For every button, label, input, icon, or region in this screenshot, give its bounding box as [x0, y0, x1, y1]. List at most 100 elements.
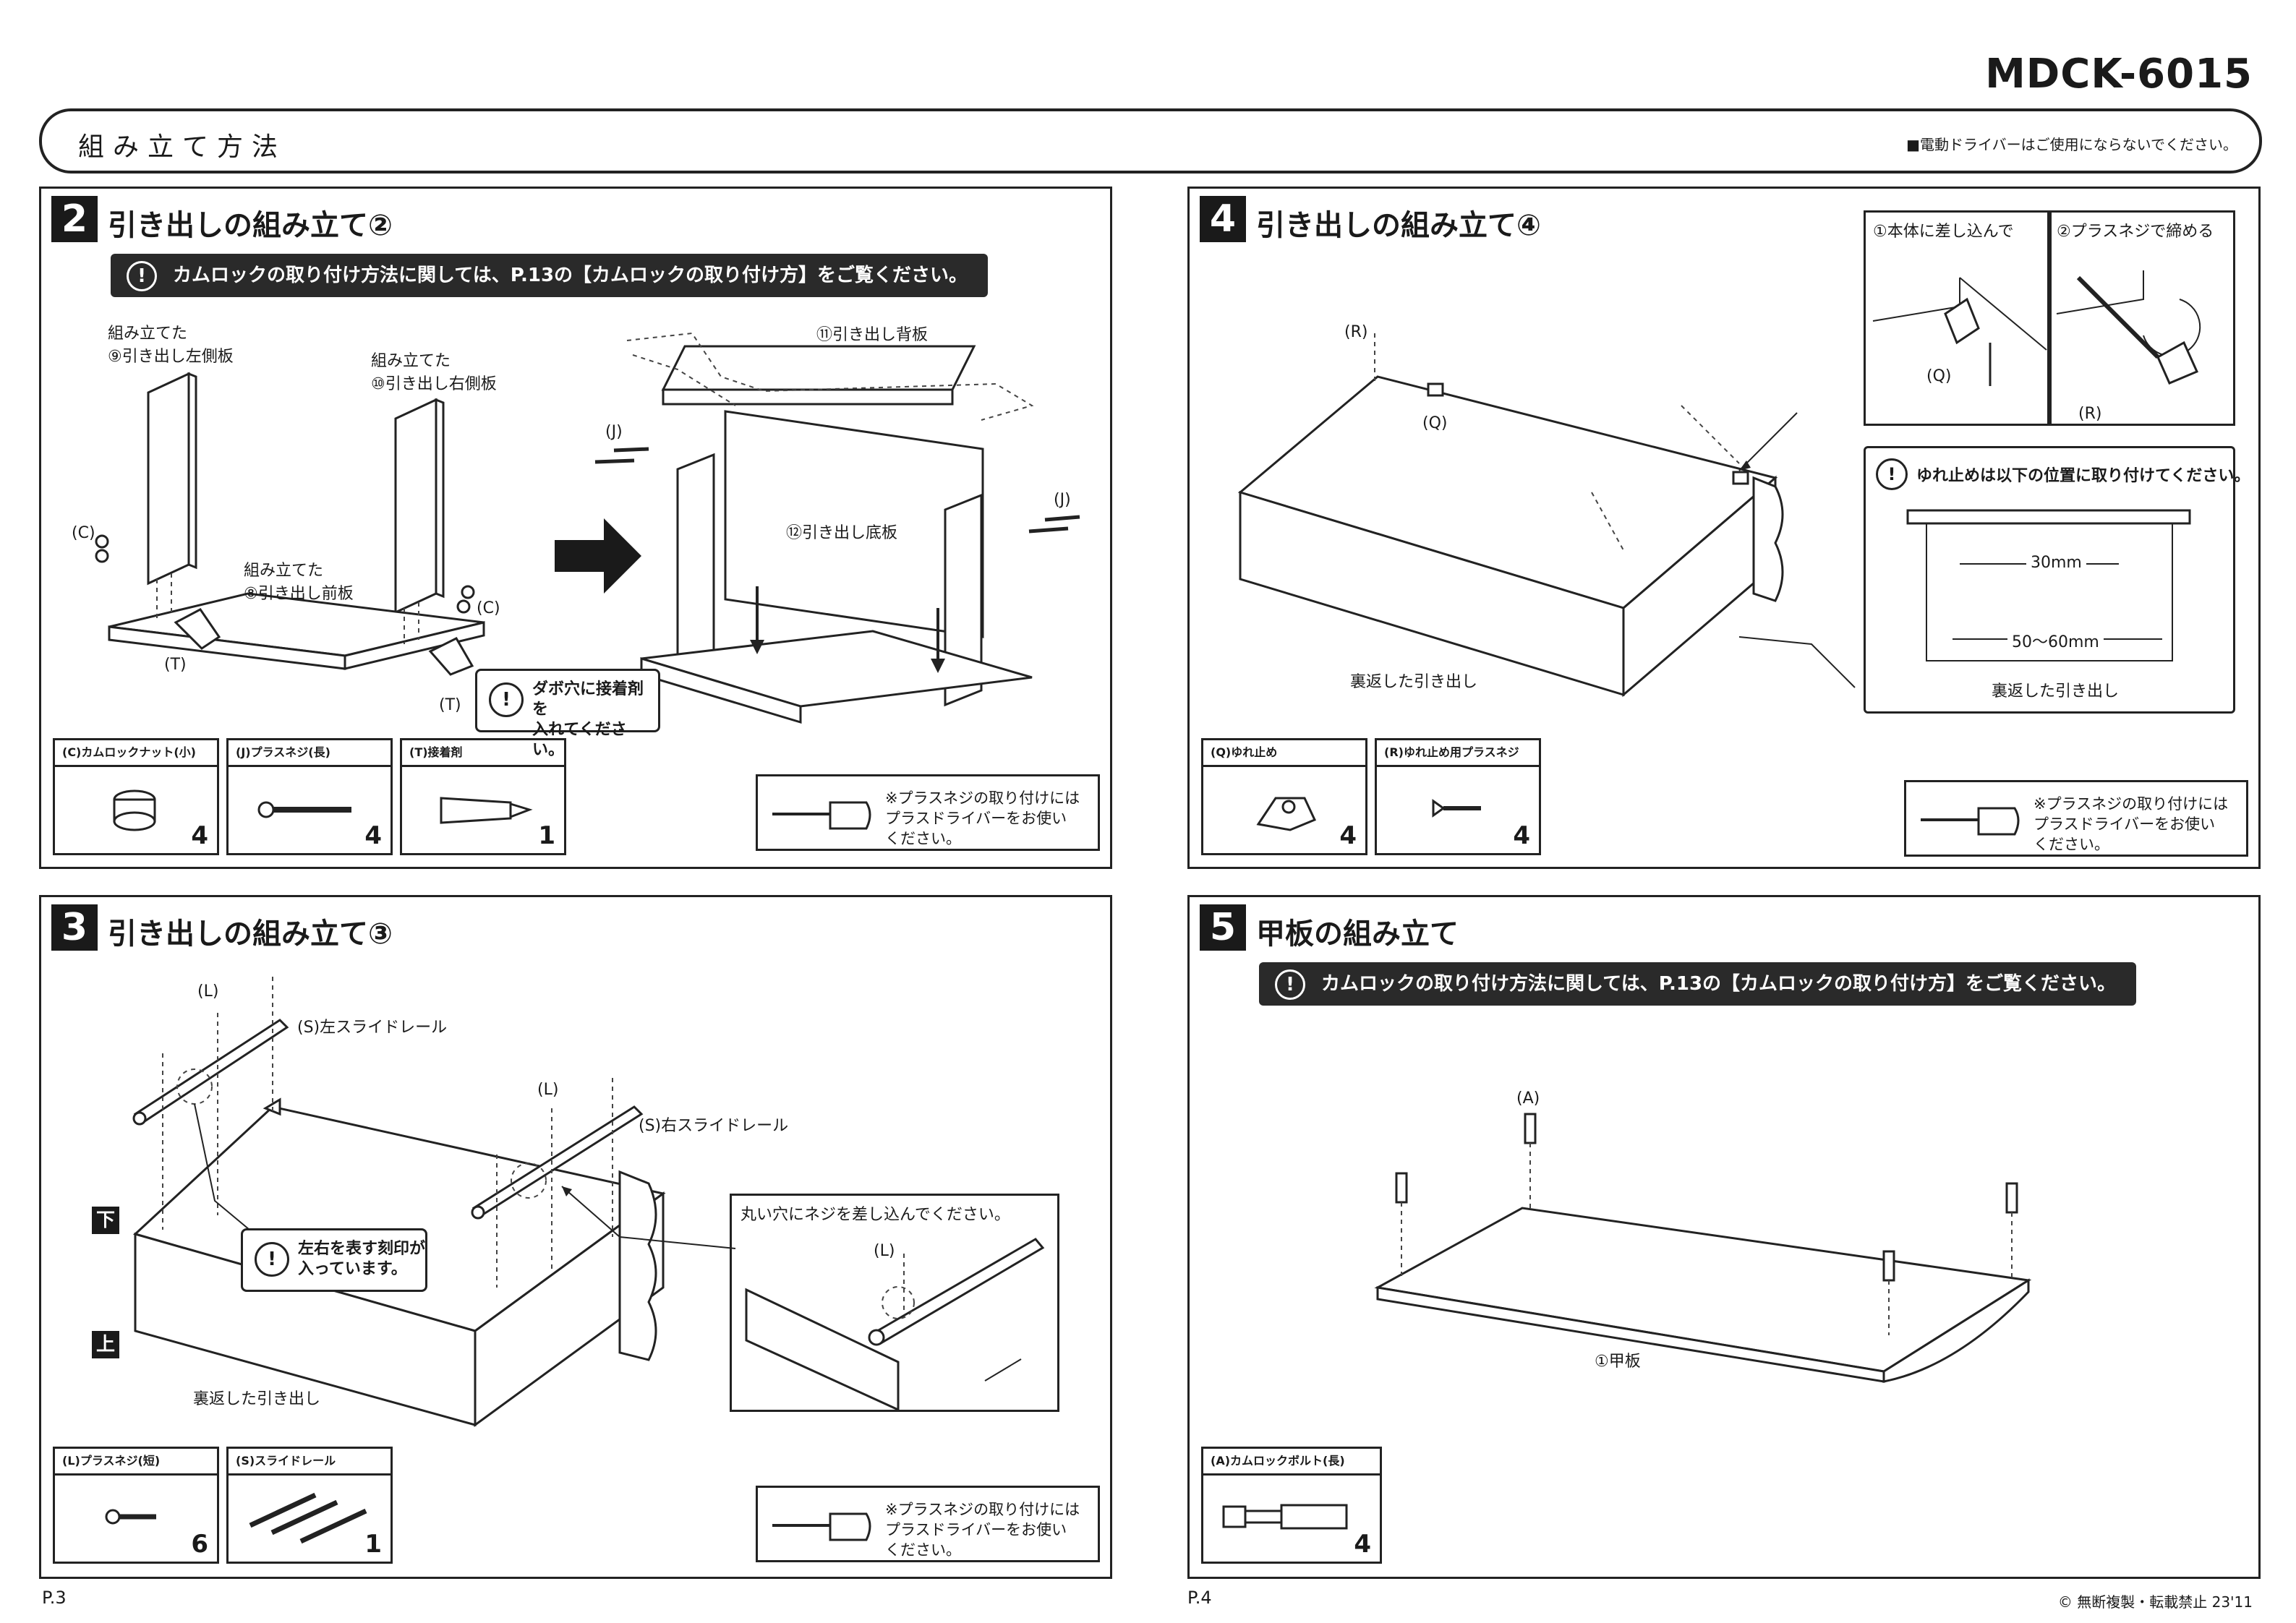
part-name: (S)スライドレール	[229, 1449, 391, 1476]
page-number-right: P.4	[1187, 1588, 1212, 1608]
label-j-left: (J)	[605, 423, 623, 441]
insert-illustration	[1872, 277, 2047, 386]
position-detail: ! ゆれ止めは以下の位置に取り付けてください。 30mm 50〜60mm 裏返し…	[1864, 446, 2250, 714]
part-box: (T)接着剤 1	[400, 738, 566, 855]
label-l-1: (L)	[197, 982, 219, 1001]
cam-nut-icon	[113, 789, 156, 831]
short-screw-icon	[1432, 799, 1481, 818]
label-c-left: (C)	[72, 524, 95, 542]
screwdriver-icon	[772, 1512, 871, 1541]
step-2-panel: 2 引き出しの組み立て② ! カムロックの取り付け方法に関しては、P.13の【カ…	[39, 187, 1112, 869]
part-qty: 4	[364, 821, 382, 850]
top-board-illustration	[1374, 1113, 2032, 1383]
position-diagram	[1906, 509, 2191, 661]
screwdriver-icon	[772, 801, 871, 830]
label-c-right: (C)	[477, 599, 500, 617]
step-number: 2	[51, 196, 98, 242]
glue-icon	[440, 797, 533, 824]
short-screw-icon	[105, 1509, 156, 1525]
glue-callout: ! ダボ穴に接着剤を 入れてください。	[475, 669, 660, 759]
glue-note: ダボ穴に接着剤を 入れてください。	[532, 680, 644, 759]
exclamation-icon: !	[489, 682, 524, 717]
notice-text: カムロックの取り付け方法に関しては、P.13の【カムロックの取り付け方】をご覧く…	[173, 265, 968, 286]
screwdriver-tip: ※プラスネジの取り付けには プラスドライバーをお使い ください。	[756, 774, 1100, 851]
part-box: (R)ゆれ止め用プラスネジ 4	[1375, 738, 1541, 855]
page-title: 組み立て方法	[78, 132, 287, 162]
label-j-right: (J)	[1054, 491, 1071, 509]
part-qty: 6	[191, 1530, 208, 1559]
copyright: © 無断複製・転載禁止 23'11	[2057, 1593, 2253, 1611]
tip-text: ※プラスネジの取り付けには プラスドライバーをお使い ください。	[885, 789, 1080, 847]
label-back: ⑪引き出し背板	[816, 326, 929, 344]
label-drawer: 裏返した引き出し	[1350, 673, 1478, 691]
slide-rail-icon	[249, 1492, 367, 1544]
label-right-side: 組み立てた ⑩引き出し右側板	[371, 352, 497, 393]
screwdriver-tip: ※プラスネジの取り付けには プラスドライバーをお使い ください。	[756, 1486, 1100, 1562]
part-qty: 1	[364, 1530, 382, 1559]
step-3-panel: 3 引き出しの組み立て③ (L) (S)左スライドレール (L) (S)右スライ…	[39, 895, 1112, 1579]
step-5-panel: 5 甲板の組み立て ! カムロックの取り付け方法に関しては、P.13の【カムロッ…	[1187, 895, 2261, 1579]
label-right-rail: (S)右スライドレール	[639, 1117, 789, 1135]
notice-text: カムロックの取り付け方法に関しては、P.13の【カムロックの取り付け方】をご覧く…	[1321, 973, 2117, 995]
slide-rail-illustration	[132, 977, 736, 1427]
label-r: (R)	[1344, 323, 1368, 341]
mark-note: 左右を表す刻印が 入っています。	[298, 1240, 426, 1278]
step-number: 4	[1200, 196, 1246, 242]
exclamation-icon: !	[1275, 969, 1305, 1000]
part-box: (S)スライドレール 1	[226, 1447, 393, 1564]
label-r-detail: (R)	[2078, 405, 2102, 423]
exclamation-icon: !	[127, 261, 157, 291]
part-name: (J)プラスネジ(長)	[229, 740, 391, 767]
part-qty: 4	[1339, 821, 1357, 850]
label-t-right: (T)	[439, 696, 461, 714]
screwdriver-tip: ※プラスネジの取り付けには プラスドライバーをお使い ください。	[1904, 780, 2248, 857]
tip-text: ※プラスネジの取り付けには プラスドライバーをお使い ください。	[2033, 795, 2229, 853]
tip-text: ※プラスネジの取り付けには プラスドライバーをお使い ください。	[885, 1501, 1080, 1559]
label-l-3: (L)	[874, 1242, 895, 1260]
part-box: (A)カムロックボルト(長) 4	[1201, 1447, 1382, 1564]
screwdriver-icon	[1921, 807, 2020, 836]
part-qty: 1	[538, 821, 555, 850]
part-name: (Q)ゆれ止め	[1203, 740, 1365, 767]
up-badge: 上	[92, 1331, 119, 1358]
rail-detail-illustration	[745, 1238, 1045, 1412]
label-bottom: ⑫引き出し底板	[786, 524, 898, 542]
exclamation-icon: !	[1876, 458, 1908, 490]
step-number: 3	[51, 904, 98, 951]
camlock-notice: ! カムロックの取り付け方法に関しては、P.13の【カムロックの取り付け方】をご…	[111, 254, 989, 297]
dim-5060: 50〜60mm	[2007, 629, 2104, 652]
part-name: (R)ゆれ止め用プラスネジ	[1377, 740, 1539, 767]
step-title: 引き出しの組み立て③	[108, 917, 393, 951]
part-box: (L)プラスネジ(短) 6	[53, 1447, 219, 1564]
step-title: 引き出しの組み立て②	[108, 209, 393, 242]
insert-detail: ①本体に差し込んで (Q)	[1864, 210, 2052, 426]
label-t-left: (T)	[164, 656, 187, 674]
header-bar: 組み立て方法 ■電動ドライバーはご使用にならないでください。	[39, 108, 2262, 174]
camlock-notice: ! カムロックの取り付け方法に関しては、P.13の【カムロックの取り付け方】をご…	[1259, 962, 2137, 1006]
label-left-side: 組み立てた ⑨引き出し左側板	[108, 325, 234, 366]
stopper-icon	[1256, 797, 1317, 831]
insert-title: ①本体に差し込んで	[1873, 223, 2014, 241]
model-number: MDCK-6015	[1985, 51, 2253, 98]
tighten-illustration	[2056, 270, 2201, 385]
detail-title: 丸い穴にネジを差し込んでください。	[741, 1206, 1010, 1224]
part-box: (J)プラスネジ(長) 4	[226, 738, 393, 855]
part-name: (T)接着剤	[402, 740, 564, 767]
dim-30: 30mm	[2026, 554, 2086, 572]
cam-bolt-icon	[1222, 1504, 1348, 1530]
step-title: 甲板の組み立て	[1256, 917, 1459, 951]
label-front: 組み立てた ⑧引き出し前板	[244, 562, 354, 603]
label-l-2: (L)	[537, 1081, 559, 1099]
part-box: (Q)ゆれ止め 4	[1201, 738, 1367, 855]
step-number: 5	[1200, 904, 1246, 951]
drawer-sides-illustration	[95, 332, 1080, 724]
screw-icon	[257, 801, 351, 818]
label-drawer: 裏返した引き出し	[193, 1390, 321, 1408]
part-name: (A)カムロックボルト(長)	[1203, 1449, 1380, 1476]
part-qty: 4	[1354, 1530, 1371, 1559]
anti-sway-illustration	[1237, 333, 1856, 698]
label-left-rail: (S)左スライドレール	[297, 1019, 448, 1037]
label-q-detail: (Q)	[1926, 367, 1952, 385]
part-qty: 4	[191, 821, 208, 850]
mark-callout: ! 左右を表す刻印が 入っています。	[241, 1228, 427, 1292]
